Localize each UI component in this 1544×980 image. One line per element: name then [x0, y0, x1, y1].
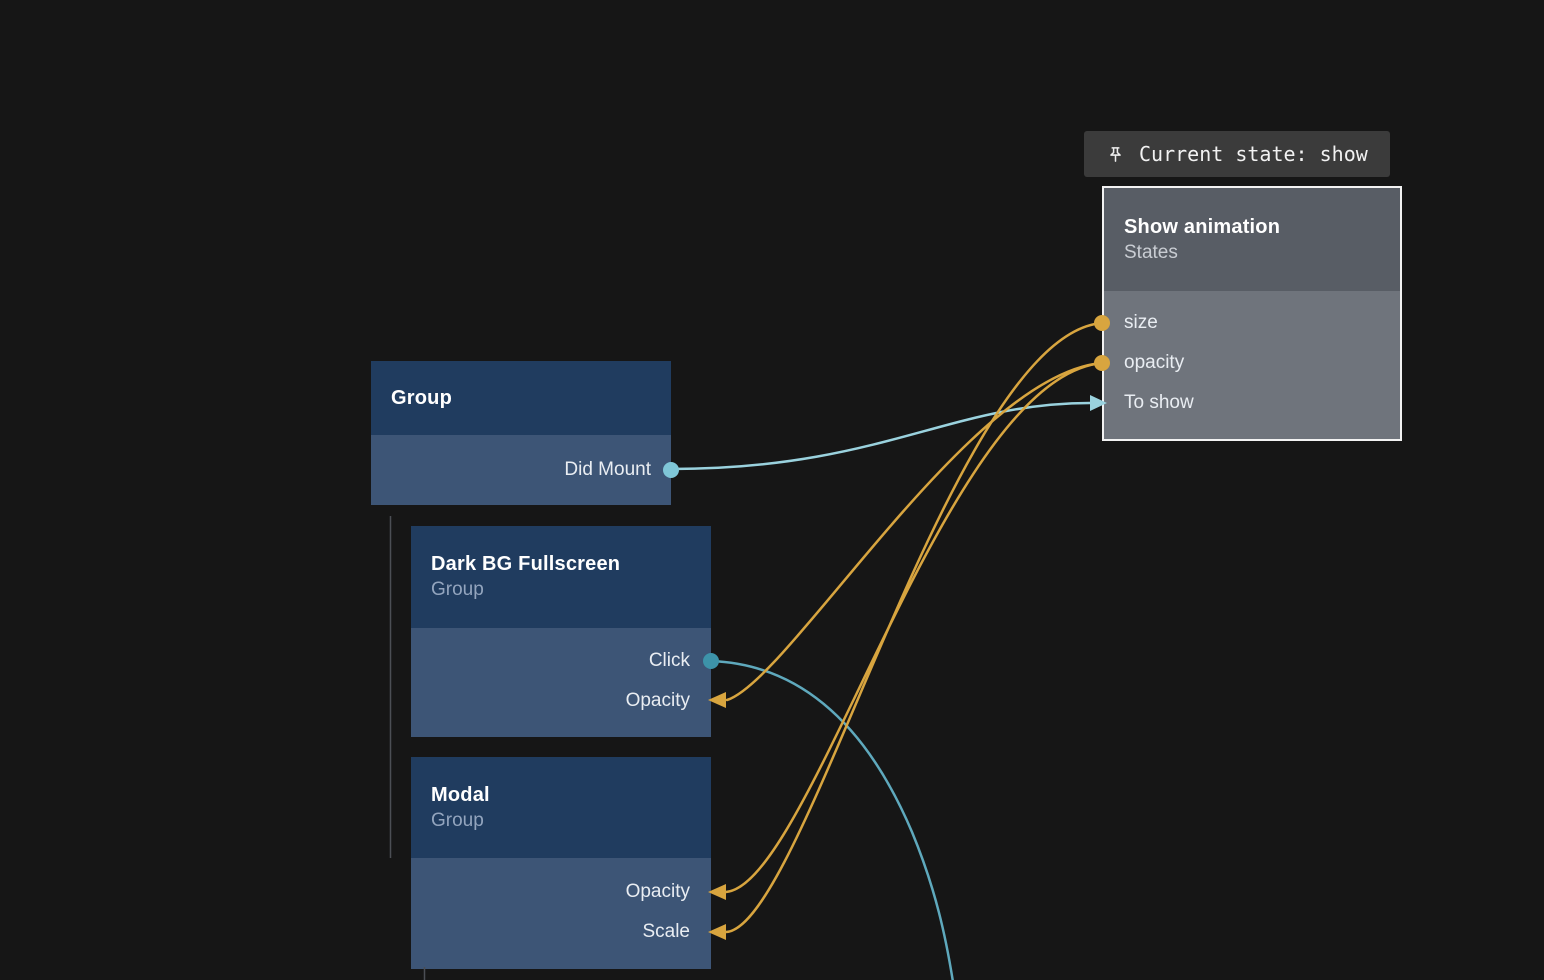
current-state-label: Current state: show [1139, 142, 1368, 166]
node-subtitle: States [1124, 241, 1178, 263]
node-title: Dark BG Fullscreen [431, 553, 621, 575]
port-label: Did Mount [564, 459, 651, 480]
port-row-click[interactable]: Click [411, 641, 711, 681]
current-state-badge: Current state: show [1084, 131, 1390, 177]
node-title: Show animation [1124, 215, 1281, 238]
port-row-did-mount[interactable]: Did Mount [371, 435, 671, 505]
node-dark-bg-header[interactable]: Dark BG Fullscreen Group [411, 526, 711, 628]
port-row-scale[interactable]: Scale [411, 912, 711, 952]
node-subtitle: Group [431, 809, 484, 831]
node-subtitle: Group [431, 579, 484, 600]
node-title: Modal [431, 783, 490, 806]
wire-size-to-modal-scale[interactable] [708, 321, 1104, 940]
port-label: Scale [642, 921, 690, 942]
node-group-header[interactable]: Group [371, 361, 671, 435]
wire-opacity-to-modal-opacity[interactable] [708, 361, 1104, 900]
node-show-animation-header[interactable]: Show animation States [1104, 188, 1400, 291]
port-row-to-show[interactable]: To show [1104, 383, 1400, 423]
node-show-animation[interactable]: Show animation States size opacity To sh… [1102, 186, 1402, 441]
port-row-opacity[interactable]: Opacity [411, 681, 711, 721]
port-row-opacity[interactable]: opacity [1104, 343, 1400, 383]
pin-icon[interactable] [1106, 145, 1125, 164]
port-label: Click [648, 650, 690, 671]
port-row-size[interactable]: size [1104, 303, 1400, 343]
port-label: Opacity [625, 690, 690, 711]
port-row-opacity[interactable]: Opacity [411, 872, 711, 912]
node-title: Group [391, 386, 452, 409]
wire-did-mount-to-show[interactable] [669, 395, 1107, 471]
port-label: To show [1124, 392, 1194, 413]
node-modal-header[interactable]: Modal Group [411, 757, 711, 858]
port-label: Opacity [625, 881, 690, 902]
port-label: size [1124, 312, 1158, 333]
wire-click-offscreen[interactable] [709, 659, 954, 980]
node-group[interactable]: Group Did Mount [371, 361, 671, 505]
node-modal[interactable]: Modal Group Opacity Scale [411, 757, 711, 969]
wire-opacity-to-darkbg-opacity[interactable] [708, 361, 1104, 708]
port-label: opacity [1124, 352, 1185, 373]
node-dark-bg-fullscreen[interactable]: Dark BG Fullscreen Group Click Opacity [411, 526, 711, 737]
